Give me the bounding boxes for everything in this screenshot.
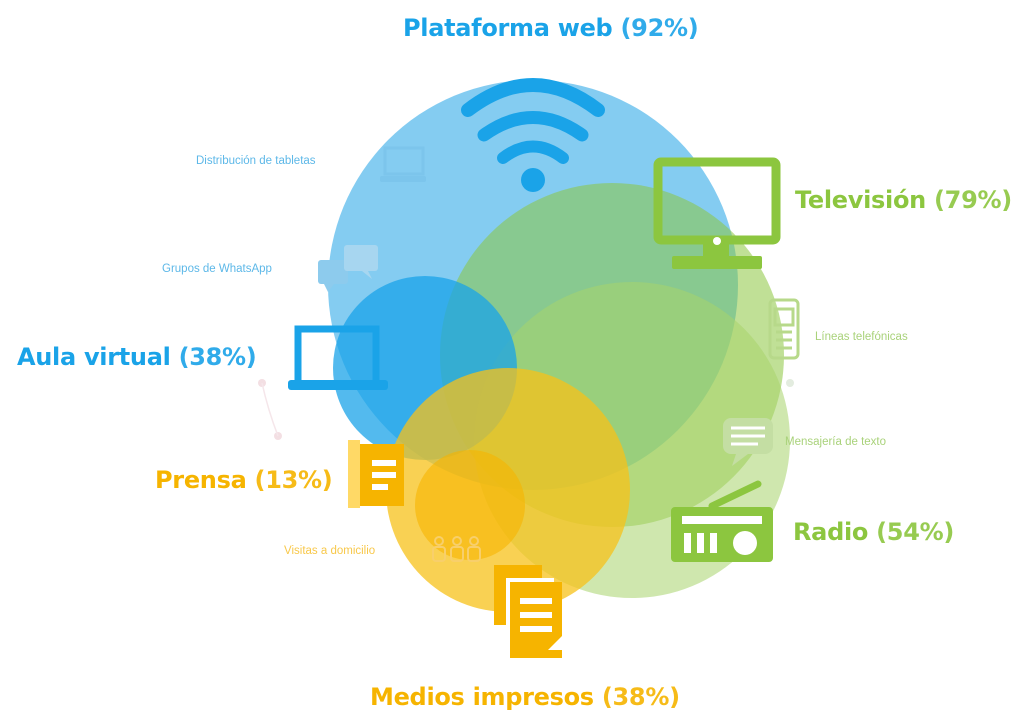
label-mensajeria-texto: Mensajería de texto bbox=[785, 436, 887, 448]
label-visitas-domicilio: Visitas a domicilio bbox=[284, 545, 376, 557]
people-icon bbox=[432, 536, 481, 562]
label-percentage: (92%) bbox=[620, 14, 699, 42]
phone-icon bbox=[768, 298, 800, 360]
label-lineas-telefonicas: Líneas telefónicas bbox=[815, 331, 908, 343]
label-name: Radio bbox=[793, 518, 869, 546]
message-icon bbox=[723, 418, 773, 466]
label-name: Televisión bbox=[795, 186, 926, 214]
label-percentage: (79%) bbox=[934, 186, 1012, 214]
label-distribucion-tabletas: Distribución de tabletas bbox=[196, 155, 316, 167]
label-plataforma-web: Plataforma web (92%) bbox=[403, 14, 699, 42]
label-name: Medios impresos bbox=[370, 683, 594, 711]
wifi-icon bbox=[461, 78, 605, 192]
monitor-icon bbox=[653, 157, 781, 269]
label-percentage: (38%) bbox=[178, 343, 257, 371]
label-prensa: Prensa (13%) bbox=[155, 466, 333, 494]
documents-icon bbox=[494, 565, 562, 658]
label-medios-impresos: Medios impresos (38%) bbox=[370, 683, 680, 711]
decor-dot bbox=[786, 379, 794, 387]
label-name: Plataforma web bbox=[403, 14, 613, 42]
label-percentage: (54%) bbox=[876, 518, 955, 546]
label-percentage: (38%) bbox=[601, 683, 680, 711]
label-aula-virtual: Aula virtual (38%) bbox=[17, 343, 257, 371]
newspaper-icon bbox=[348, 440, 404, 508]
chat-bubbles-icon bbox=[318, 245, 378, 292]
label-name: Aula virtual bbox=[17, 343, 171, 371]
label-grupos-whatsapp: Grupos de WhatsApp bbox=[162, 263, 272, 275]
decor-line bbox=[261, 382, 279, 437]
label-percentage: (13%) bbox=[254, 466, 333, 494]
circle-prensa bbox=[415, 450, 525, 560]
tablet-icon bbox=[380, 146, 426, 182]
label-name: Prensa bbox=[155, 466, 247, 494]
label-radio: Radio (54%) bbox=[793, 518, 954, 546]
laptop-icon bbox=[288, 325, 388, 390]
radio-icon bbox=[671, 480, 773, 562]
label-television: Televisión (79%) bbox=[795, 186, 1012, 214]
